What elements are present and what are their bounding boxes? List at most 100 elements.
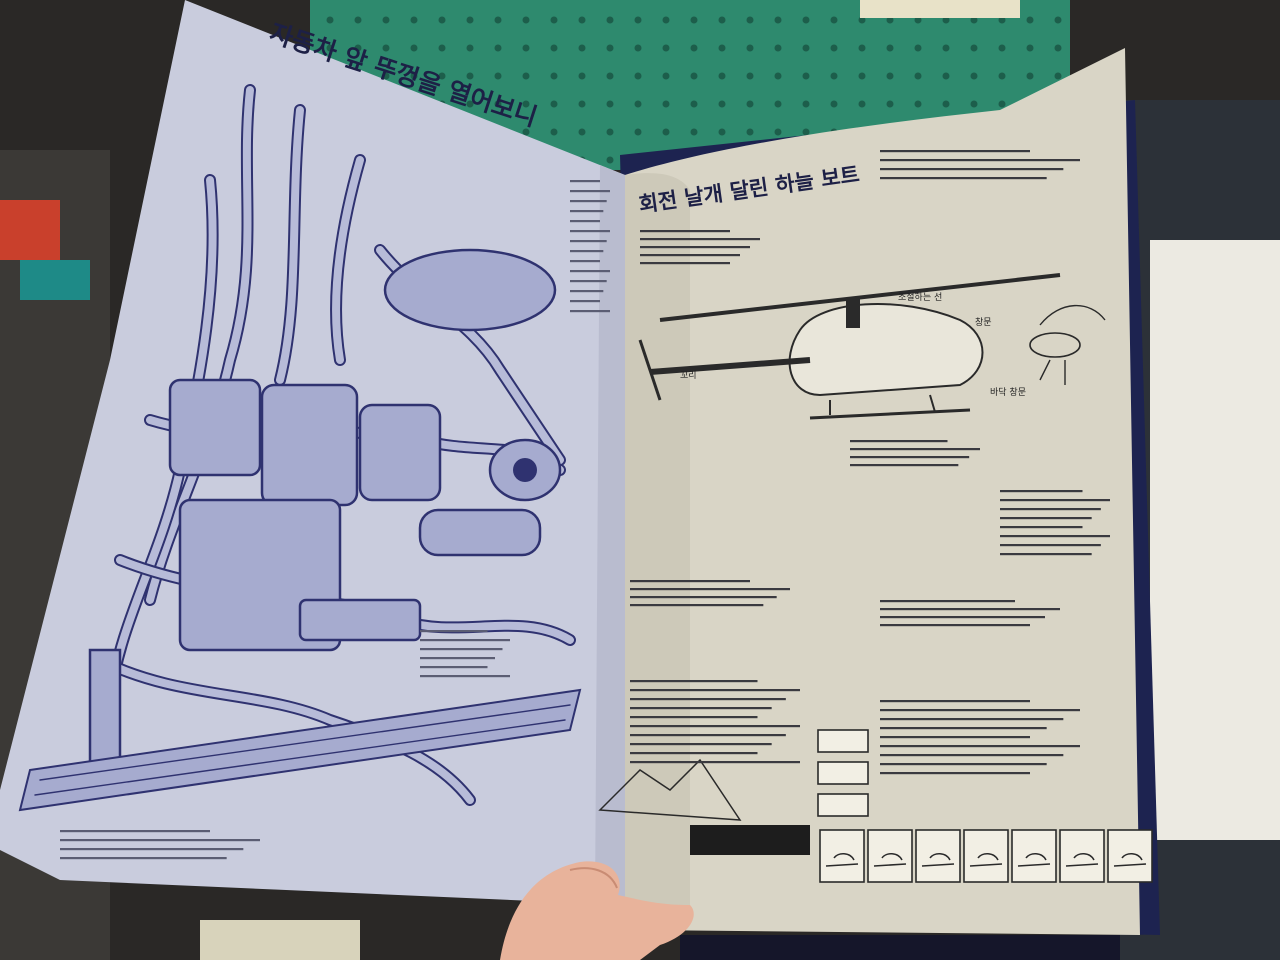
peg-hole	[802, 72, 810, 80]
peg-hole	[858, 100, 866, 108]
peg-hole	[746, 100, 754, 108]
text-line	[630, 716, 758, 719]
text-line	[640, 262, 730, 265]
text-line	[880, 177, 1047, 180]
text-line	[570, 210, 604, 213]
text-line	[60, 848, 244, 851]
peg-hole	[550, 128, 558, 136]
text-line	[630, 725, 800, 728]
peg-hole	[662, 72, 670, 80]
text-line	[880, 700, 1030, 703]
peg-hole	[858, 16, 866, 24]
peg-hole	[858, 72, 866, 80]
peg-hole	[662, 44, 670, 52]
sidebar-frame-3	[817, 793, 869, 817]
peg-hole	[494, 44, 502, 52]
helicopter-sketch	[1017, 853, 1051, 867]
helicopter-frame	[915, 829, 961, 883]
peg-hole	[578, 128, 586, 136]
peg-hole	[522, 72, 530, 80]
text-line	[630, 580, 750, 583]
text-line	[420, 657, 495, 660]
text-line	[570, 240, 607, 243]
text-line	[570, 250, 604, 253]
text-line	[1000, 535, 1110, 538]
peg-hole	[522, 44, 530, 52]
peg-hole	[606, 156, 614, 164]
peg-hole	[718, 44, 726, 52]
sidebar-frame-1	[817, 729, 869, 753]
peg-hole	[802, 128, 810, 136]
text-line	[1000, 490, 1083, 493]
text-line	[630, 761, 800, 764]
text-line	[630, 698, 786, 701]
text-line	[880, 159, 1080, 162]
text-line	[570, 230, 610, 233]
peg-hole	[970, 100, 978, 108]
peg-hole	[970, 16, 978, 24]
text-line	[420, 675, 510, 678]
label-cockpit-window: 창문	[975, 317, 992, 328]
peg-hole	[1026, 44, 1034, 52]
text-line	[880, 709, 1080, 712]
peg-hole	[830, 16, 838, 24]
peg-hole	[606, 72, 614, 80]
text-line	[60, 857, 227, 860]
text-line	[630, 734, 786, 737]
helicopter-sketch	[1113, 853, 1147, 867]
peg-hole	[606, 100, 614, 108]
text-line	[880, 600, 1015, 603]
book-bottom-edge	[680, 935, 1120, 960]
peg-hole	[970, 72, 978, 80]
peg-hole	[438, 72, 446, 80]
text-line	[630, 604, 764, 607]
peg-hole	[886, 16, 894, 24]
text-line	[640, 246, 750, 249]
peg-hole	[662, 128, 670, 136]
peg-hole	[998, 72, 1006, 80]
text-line	[1000, 544, 1101, 547]
helicopter-frame	[1011, 829, 1057, 883]
peg-hole	[690, 128, 698, 136]
peg-hole	[1026, 16, 1034, 24]
peg-hole	[746, 72, 754, 80]
peg-hole	[466, 16, 474, 24]
hand	[500, 861, 694, 960]
peg-hole	[774, 16, 782, 24]
peg-hole	[886, 72, 894, 80]
peg-hole	[802, 100, 810, 108]
sidebar-frame-2	[817, 761, 869, 785]
text-line	[420, 666, 488, 669]
peg-hole	[578, 100, 586, 108]
peg-hole	[634, 16, 642, 24]
shelf-book-spine	[860, 0, 1020, 18]
text-line	[1000, 508, 1101, 511]
peg-hole	[354, 16, 362, 24]
peg-hole	[1054, 44, 1062, 52]
peg-hole	[550, 16, 558, 24]
peg-hole	[634, 72, 642, 80]
peg-hole	[830, 100, 838, 108]
text-line	[850, 456, 970, 459]
peg-hole	[746, 16, 754, 24]
peg-hole	[690, 72, 698, 80]
peg-hole	[550, 100, 558, 108]
peg-hole	[914, 72, 922, 80]
text-line	[420, 630, 488, 633]
text-line	[630, 596, 777, 599]
peg-hole	[914, 100, 922, 108]
text-line	[880, 624, 1030, 627]
text-line	[880, 736, 1030, 739]
label-rotor-line: 조절하는 선	[898, 291, 942, 303]
text-line	[570, 190, 610, 193]
peg-hole	[914, 16, 922, 24]
peg-hole	[774, 128, 782, 136]
peg-hole	[578, 16, 586, 24]
peg-hole	[690, 16, 698, 24]
helicopter-frame	[963, 829, 1009, 883]
text-line	[850, 464, 959, 467]
peg-hole	[494, 16, 502, 24]
peg-hole	[410, 44, 418, 52]
left-page	[0, 0, 625, 905]
peg-hole	[354, 44, 362, 52]
